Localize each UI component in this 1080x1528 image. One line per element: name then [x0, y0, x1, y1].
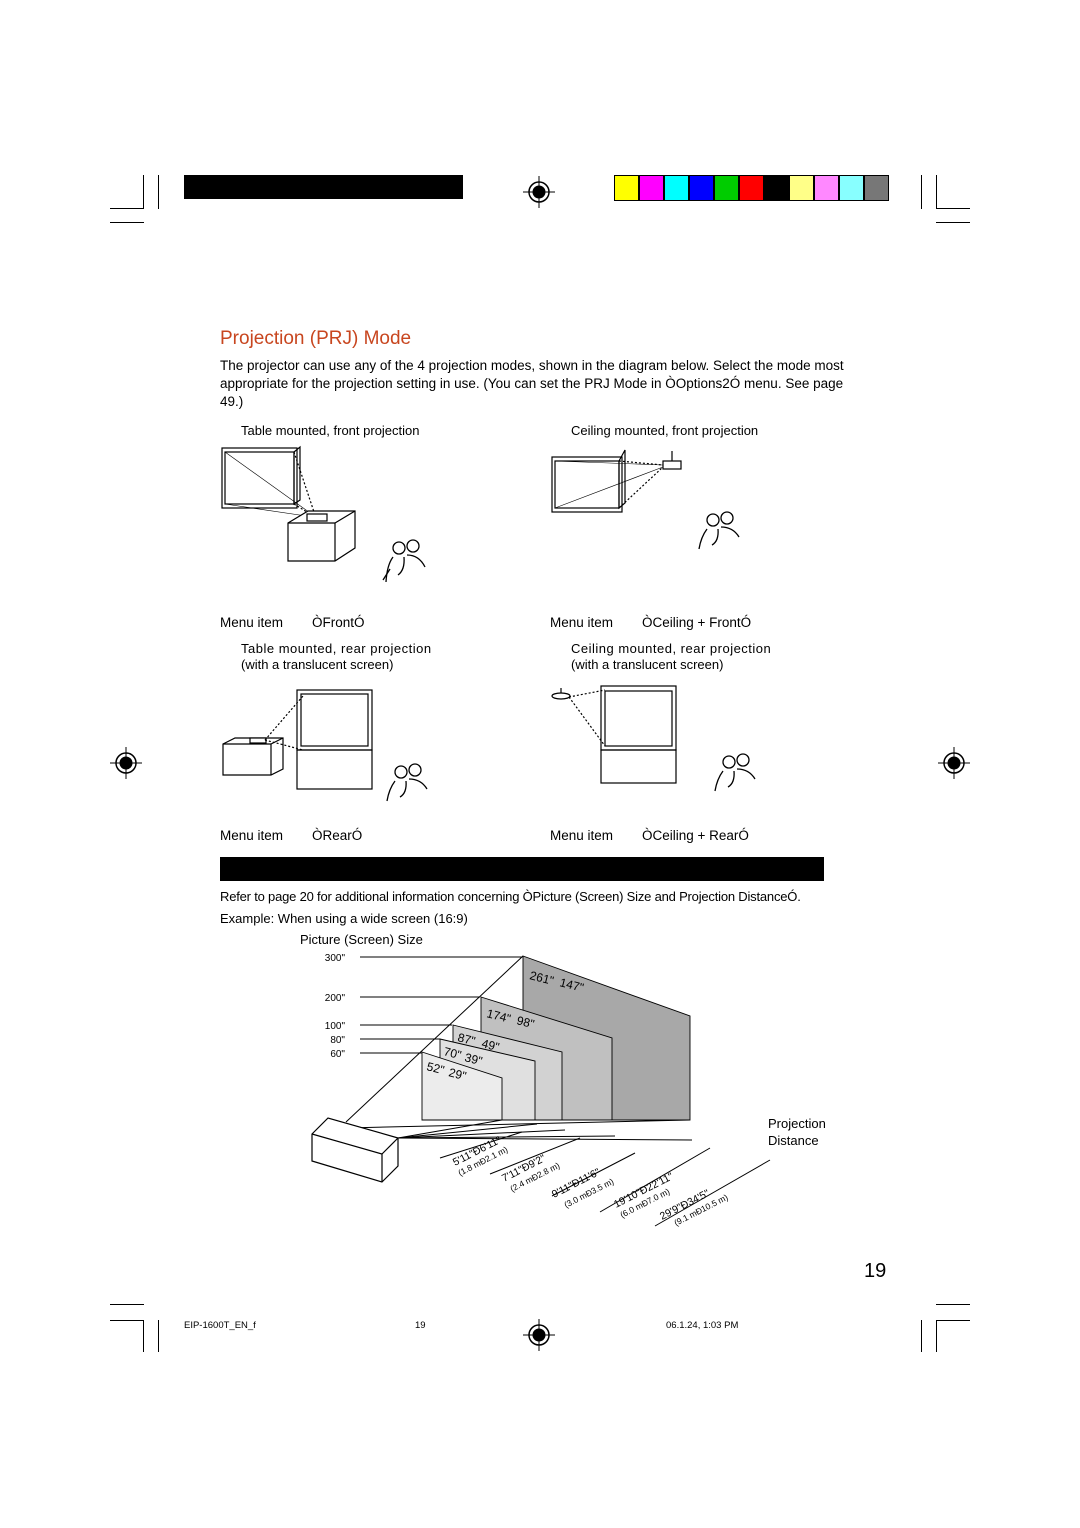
size-label-200: 200" [325, 993, 346, 1004]
footer-date: 06.1.24, 1:03 PM [666, 1320, 739, 1331]
page-title: Projection (PRJ) Mode [220, 328, 412, 349]
dim-80-h: 39" [463, 1050, 483, 1068]
color-swatch [838, 176, 863, 200]
mode-front-caption: Table mounted, front projection [241, 423, 420, 438]
color-swatch [763, 176, 788, 200]
dim-100-h: 49" [480, 1036, 500, 1054]
registration-mark-icon [523, 1319, 555, 1351]
color-calibration-strip [614, 175, 889, 201]
color-swatch [788, 176, 813, 200]
size-label-100: 100" [325, 1021, 346, 1032]
reference-note: Refer to page 20 for additional informat… [220, 889, 801, 904]
color-swatch [615, 176, 638, 200]
dim-200-h: 98" [515, 1013, 535, 1031]
dim-60-w: 52" [425, 1059, 445, 1077]
color-swatch [813, 176, 838, 200]
ceiling-front-projection-illustration [551, 449, 740, 550]
color-swatch [713, 176, 738, 200]
dim-300-w: 261" [528, 968, 555, 987]
color-swatch [638, 176, 663, 200]
color-swatch [863, 176, 888, 200]
dim-200-w: 174" [485, 1006, 512, 1025]
header-black-bar [184, 175, 463, 199]
distance-title-line1: Projection [768, 1116, 826, 1131]
registration-mark-icon [110, 747, 142, 779]
intro-paragraph: The projector can use any of the 4 proje… [220, 358, 844, 409]
mode-ceiling-front-caption: Ceiling mounted, front projection [571, 423, 759, 438]
registration-mark-icon [938, 747, 970, 779]
example-line: Example: When using a wide screen (16:9) [220, 911, 468, 926]
color-swatch [738, 176, 763, 200]
table-front-projection-illustration [221, 445, 426, 583]
dim-100-w: 87" [456, 1030, 476, 1048]
mode-ceiling-rear-caption-sub: (with a translucent screen) [571, 657, 724, 672]
mode-rear-caption-sub: (with a translucent screen) [241, 657, 394, 672]
screen-size-distance-diagram: Picture (Screen) Size 300" 200" 100" 80"… [300, 932, 826, 1228]
distance-title-line2: Distance [768, 1133, 819, 1148]
screen-size-title: Picture (Screen) Size [300, 932, 423, 947]
size-label-60: 60" [330, 1049, 345, 1060]
mode-rear-caption: Table mounted, rear projection [241, 641, 432, 656]
mode-ceiling-rear-caption: Ceiling mounted, rear projection [571, 641, 772, 656]
footer-page: 19 [415, 1320, 426, 1331]
footer-file: EIP-1600T_EN_f [184, 1320, 256, 1331]
size-label-80: 80" [330, 1035, 345, 1046]
dim-60-h: 29" [447, 1065, 467, 1083]
registration-mark-icon [523, 176, 555, 208]
color-swatch [688, 176, 713, 200]
page-number: 19 [864, 1260, 887, 1282]
dim-80-w: 70" [442, 1044, 462, 1062]
section-header-bar [220, 857, 824, 881]
dim-300-h: 147" [558, 975, 585, 994]
table-rear-projection-illustration [222, 689, 428, 802]
ceiling-rear-projection-illustration [551, 685, 756, 792]
size-label-300: 300" [325, 953, 346, 964]
color-swatch [663, 176, 688, 200]
